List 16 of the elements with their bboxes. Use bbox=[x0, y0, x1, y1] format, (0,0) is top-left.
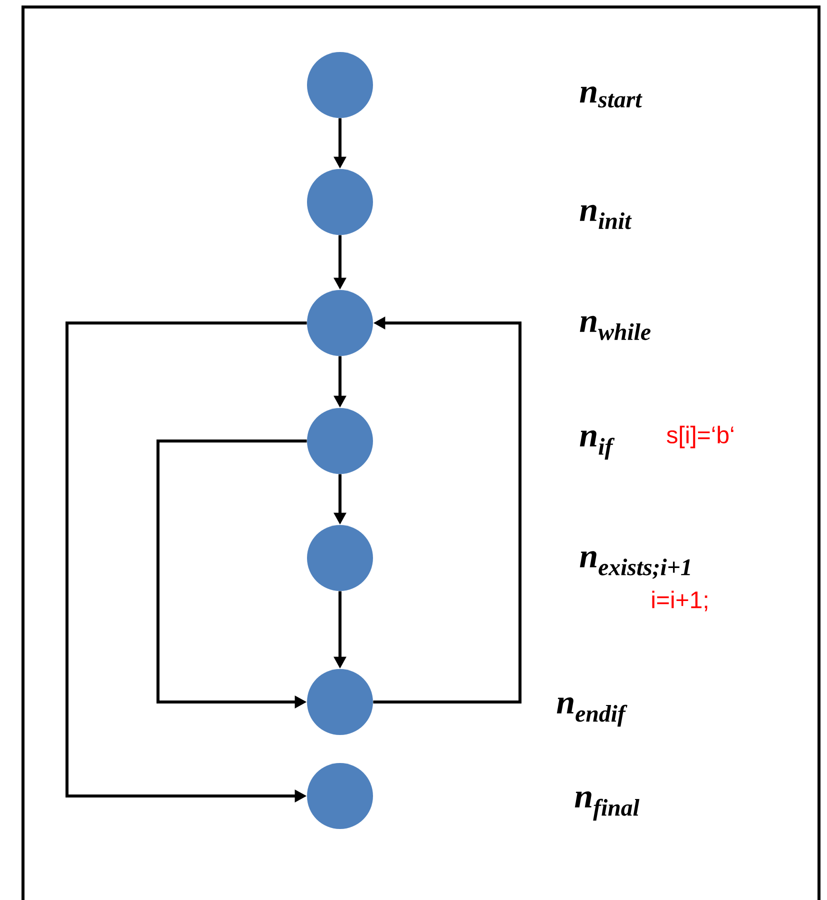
node-label: n$_{if}$ bbox=[580, 430, 615, 460]
circle-node bbox=[307, 408, 373, 474]
circle-node bbox=[307, 525, 373, 591]
circle-node bbox=[307, 669, 373, 735]
node-label: n$_{init}$ bbox=[580, 204, 632, 230]
circle-node bbox=[307, 290, 373, 356]
node-label: n$_{start}$ bbox=[580, 86, 642, 108]
node-label: n$_{while}$ bbox=[580, 316, 650, 340]
node-label: n$_{endif}$ bbox=[556, 697, 628, 727]
code-annotation: s[i]=‘b‘ bbox=[666, 426, 734, 448]
circle-node bbox=[307, 169, 373, 235]
code-annotation: i=i+1; bbox=[652, 590, 708, 612]
node-label: n$_{exists;i+1}$ bbox=[580, 551, 690, 579]
node-label: n$_{final}$ bbox=[574, 791, 640, 821]
circle-node bbox=[307, 763, 373, 829]
circle-node bbox=[307, 52, 373, 118]
